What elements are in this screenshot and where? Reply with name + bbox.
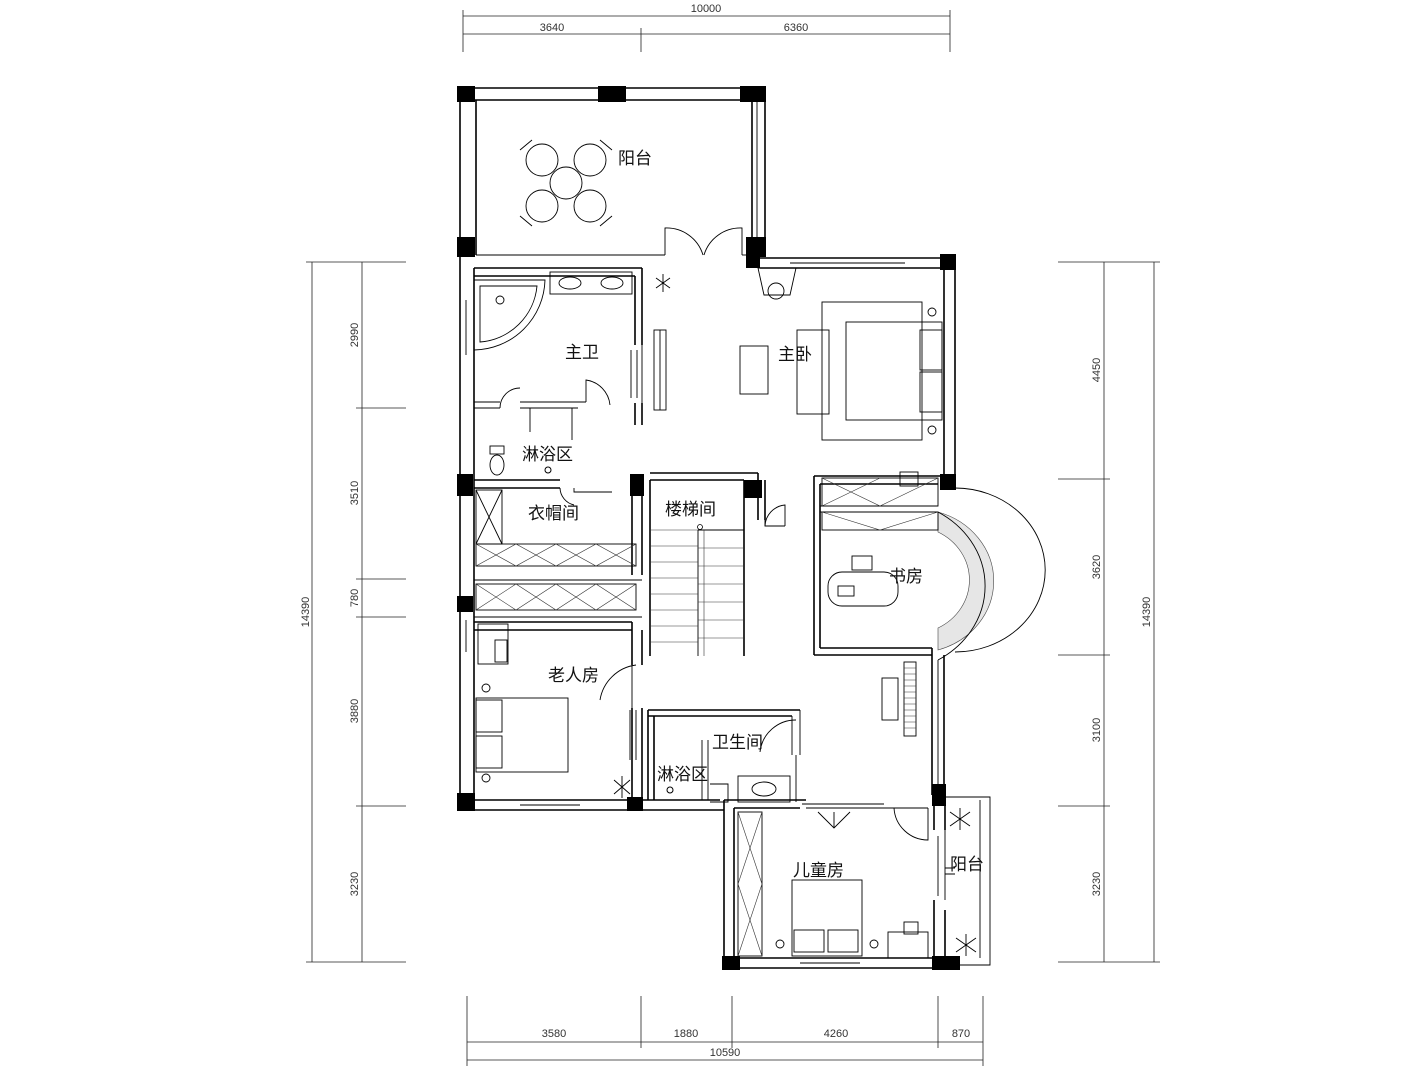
room-labels: 阳台 主卫 主卧 淋浴区 衣帽间 楼梯间 书房 老人房 卫生间 淋浴区 儿童房 … [522, 149, 984, 881]
room-label-master-bedroom: 主卧 [778, 345, 812, 365]
room-label-shower: 淋浴区 [657, 765, 708, 785]
room-label-study: 书房 [889, 567, 923, 587]
children-bed [737, 811, 929, 959]
dimension-labels: 10000 3640 6360 3580 1880 4260 870 10590… [300, 3, 1153, 1059]
dim-right-seg: 3100 [1091, 718, 1103, 742]
room-label-balcony-north: 阳台 [618, 149, 652, 169]
elder-bed [475, 623, 569, 783]
dimension-lines [306, 10, 1160, 1066]
bathtub [473, 279, 546, 351]
room-label-bathroom: 卫生间 [712, 733, 763, 753]
doors [499, 227, 946, 900]
columns [457, 86, 960, 970]
dim-left-seg: 3510 [349, 481, 361, 505]
bathroom-fixtures [666, 775, 791, 803]
furniture [473, 139, 977, 959]
piano [881, 661, 917, 737]
walls [459, 87, 1046, 969]
vanity [549, 271, 633, 295]
room-label-elder-room: 老人房 [548, 666, 599, 686]
dim-top-seg: 6360 [784, 22, 808, 34]
dim-bottom-total: 10590 [710, 1047, 741, 1059]
dim-bottom-seg: 3580 [542, 1028, 566, 1040]
staircase [650, 524, 744, 656]
plants [613, 274, 977, 956]
balcony-table-set [519, 139, 613, 227]
dim-bottom-seg: 1880 [674, 1028, 698, 1040]
study-desk [821, 471, 939, 607]
toilet [489, 445, 552, 476]
room-label-children-room: 儿童房 [793, 861, 844, 881]
room-label-shower: 淋浴区 [522, 445, 573, 465]
master-bed [653, 301, 943, 441]
dim-right-seg: 3620 [1091, 555, 1103, 579]
wardrobe [475, 489, 637, 611]
room-label-balcony-east: 阳台 [950, 855, 984, 875]
dim-right-seg: 4450 [1091, 358, 1103, 382]
room-label-master-bath: 主卫 [565, 343, 599, 363]
dim-right-total: 14390 [1141, 597, 1153, 628]
dim-left-seg: 3880 [349, 699, 361, 723]
dim-left-total: 14390 [300, 597, 312, 628]
dim-left-seg: 780 [349, 589, 361, 607]
room-label-cloakroom: 衣帽间 [528, 504, 579, 524]
dim-left-seg: 3230 [349, 872, 361, 896]
dim-bottom-seg: 4260 [824, 1028, 848, 1040]
dim-top-total: 10000 [691, 3, 722, 15]
dim-left-seg: 2990 [349, 323, 361, 347]
dim-bottom-seg: 870 [952, 1028, 970, 1040]
dim-top-seg: 3640 [540, 22, 564, 34]
dim-right-seg: 3230 [1091, 872, 1103, 896]
room-label-stairwell: 楼梯间 [665, 500, 716, 520]
armchair [757, 267, 797, 300]
